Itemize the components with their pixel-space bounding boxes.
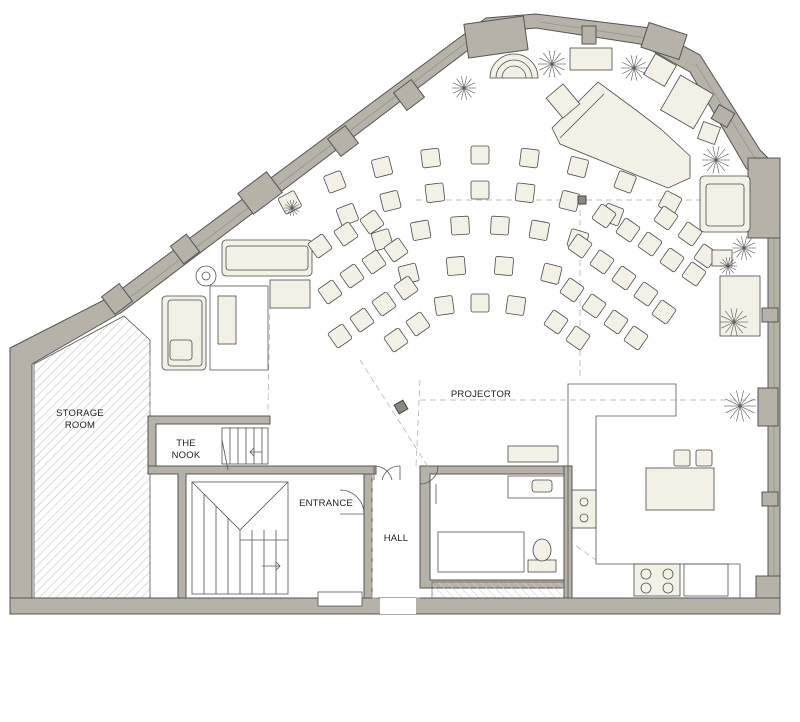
theater-seat bbox=[659, 247, 685, 273]
theater-seat bbox=[514, 182, 536, 203]
storage-room-label-1: STORAGE bbox=[56, 408, 104, 419]
staircase-entrance bbox=[191, 481, 289, 595]
plants bbox=[284, 50, 756, 422]
theater-seat bbox=[623, 325, 649, 351]
theater-seat bbox=[470, 293, 490, 313]
theater-seat bbox=[653, 205, 679, 231]
kitchen bbox=[567, 383, 741, 599]
plant-icon bbox=[719, 257, 737, 275]
bathroom bbox=[437, 445, 565, 573]
theater-seat bbox=[681, 261, 707, 287]
theater-seat bbox=[615, 217, 641, 243]
theater-seat bbox=[540, 262, 563, 285]
theater-seat bbox=[379, 190, 402, 212]
theater-seat bbox=[335, 203, 359, 227]
theater-seat bbox=[494, 256, 514, 276]
theater-seat bbox=[565, 325, 591, 351]
lounge-furniture bbox=[161, 239, 313, 371]
theater-seat bbox=[339, 263, 365, 289]
door-swings bbox=[339, 465, 439, 599]
nook-label-2: NOOK bbox=[172, 450, 201, 461]
theater-seat bbox=[528, 219, 550, 241]
entrance-label: ENTRANCE bbox=[299, 498, 353, 509]
theater-seat bbox=[317, 279, 343, 305]
wall-piers bbox=[100, 15, 781, 613]
theater-seat bbox=[450, 215, 470, 236]
storage-room-area bbox=[33, 315, 151, 601]
storage-room-label-2: ROOM bbox=[65, 420, 95, 431]
theater-seat bbox=[519, 147, 540, 169]
theater-seating bbox=[277, 145, 719, 353]
theater-seat bbox=[323, 170, 347, 194]
theater-seat bbox=[581, 293, 607, 319]
theater-seat bbox=[559, 277, 585, 303]
theater-seat bbox=[637, 231, 663, 257]
theater-seat bbox=[383, 237, 409, 263]
theater-seat bbox=[633, 281, 659, 307]
theater-seat bbox=[470, 145, 490, 165]
theater-seat bbox=[349, 307, 375, 333]
theater-seat bbox=[307, 233, 333, 259]
theater-seat bbox=[420, 147, 441, 169]
theater-seat bbox=[405, 311, 431, 337]
plant-icon bbox=[284, 200, 300, 216]
theater-seat bbox=[558, 190, 581, 212]
theater-seat bbox=[361, 249, 387, 275]
theater-seat bbox=[543, 309, 569, 335]
theater-seat bbox=[333, 221, 359, 247]
theater-seat bbox=[410, 219, 432, 241]
projector-post bbox=[577, 195, 587, 205]
theater-seat bbox=[383, 327, 409, 353]
plant-icon bbox=[452, 76, 476, 100]
theater-seat bbox=[371, 291, 397, 317]
theater-seat bbox=[651, 299, 677, 325]
grand-piano bbox=[545, 81, 691, 189]
theater-seat bbox=[446, 256, 466, 276]
theater-seat bbox=[470, 180, 490, 200]
theater-seat bbox=[371, 156, 393, 178]
plant-icon bbox=[732, 236, 756, 260]
theater-seat bbox=[359, 209, 385, 235]
plant-icon bbox=[621, 55, 647, 81]
theater-seat bbox=[589, 249, 615, 275]
theater-seat bbox=[490, 215, 510, 236]
plant-icon bbox=[538, 50, 566, 78]
staircase-nook bbox=[221, 427, 269, 471]
theater-seat bbox=[603, 309, 629, 335]
theater-seat bbox=[613, 170, 637, 194]
theater-seat bbox=[327, 323, 353, 349]
projector-label: PROJECTOR bbox=[451, 389, 511, 400]
theater-seat bbox=[611, 265, 637, 291]
nook-label-1: THE bbox=[176, 438, 196, 449]
plant-icon bbox=[702, 146, 730, 174]
theater-seat bbox=[677, 221, 703, 247]
right-furniture bbox=[489, 47, 761, 337]
theater-seat bbox=[393, 275, 419, 301]
projector-unit bbox=[393, 399, 409, 415]
theater-seat bbox=[567, 156, 589, 178]
plant-icon bbox=[724, 390, 756, 422]
theater-seat bbox=[591, 203, 617, 229]
theater-seat bbox=[433, 295, 455, 316]
hall-storage bbox=[431, 581, 565, 599]
plant-icon bbox=[720, 308, 748, 336]
hall-label: HALL bbox=[384, 533, 409, 544]
theater-seat bbox=[567, 233, 593, 259]
theater-seat bbox=[505, 295, 527, 316]
theater-seat bbox=[424, 182, 446, 203]
